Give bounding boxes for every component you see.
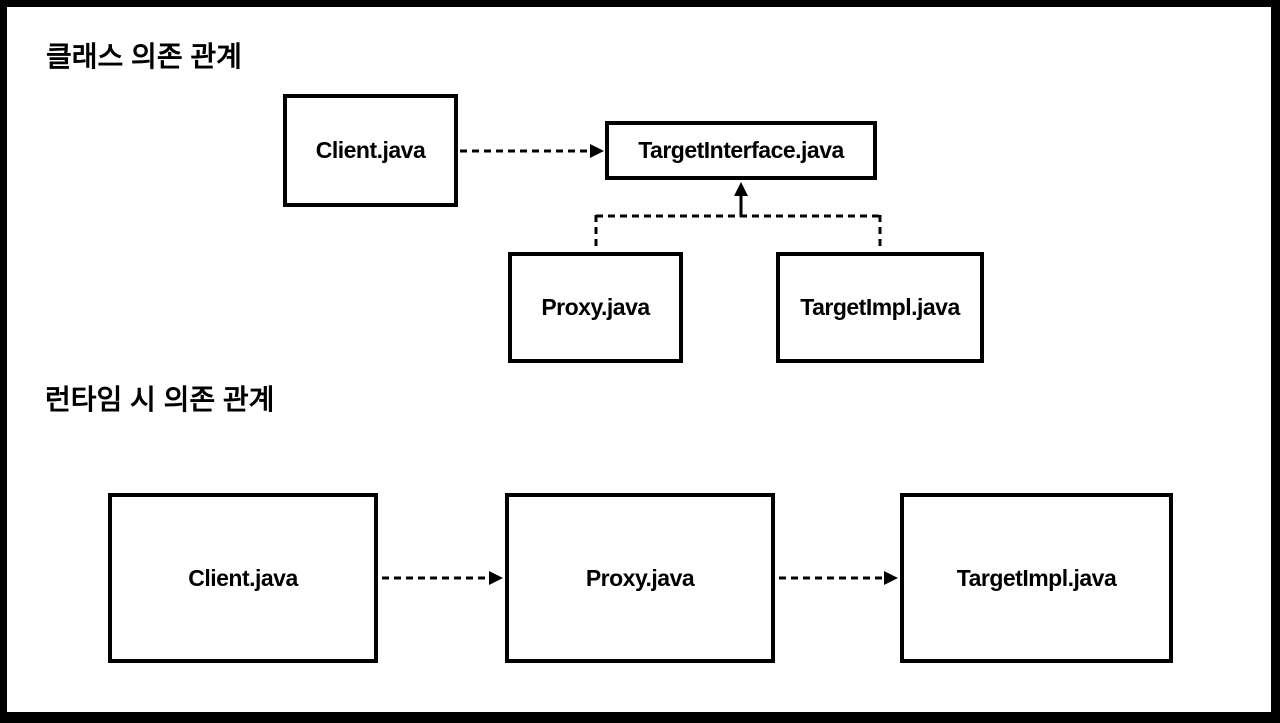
runtime-section-title: 런타임 시 의존 관계 (45, 384, 275, 415)
node-label: Proxy.java (541, 294, 650, 320)
node-target-impl-runtime: TargetImpl.java (900, 493, 1173, 663)
node-label: TargetImpl.java (956, 564, 1117, 591)
node-label: Client.java (188, 564, 298, 591)
arrowhead-client-to-interface (590, 144, 604, 158)
node-label: TargetImpl.java (800, 294, 960, 320)
node-client-class: Client.java (283, 94, 458, 207)
node-target-interface: TargetInterface.java (605, 121, 877, 180)
node-label: TargetInterface.java (638, 137, 844, 163)
node-target-impl-class: TargetImpl.java (776, 252, 984, 363)
node-client-runtime: Client.java (108, 493, 378, 663)
node-label: Proxy.java (585, 564, 695, 591)
arrowhead-proxy-to-impl (884, 571, 898, 585)
arrowhead-client-to-proxy (489, 571, 503, 585)
node-proxy-runtime: Proxy.java (505, 493, 775, 663)
node-proxy-class: Proxy.java (508, 252, 683, 363)
node-label: Client.java (315, 137, 426, 163)
class-section-title: 클래스 의존 관계 (46, 41, 242, 72)
arrowhead-up-to-interface (734, 182, 748, 196)
